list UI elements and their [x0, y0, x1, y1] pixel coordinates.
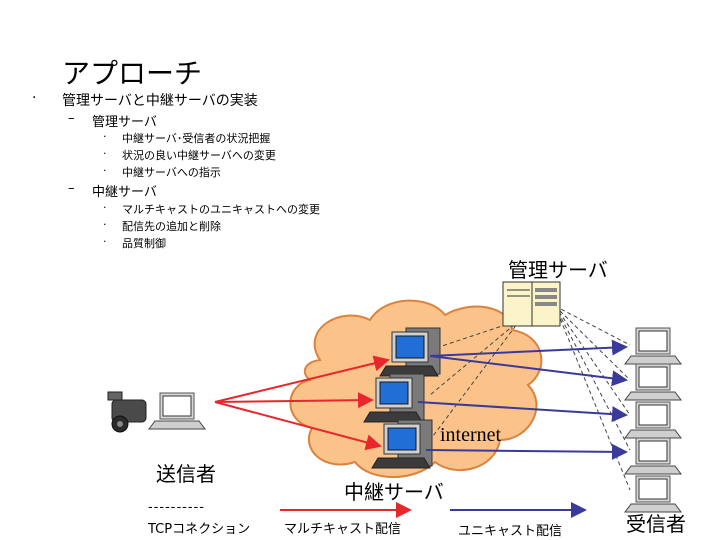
- receiver-pc-icon: [624, 327, 682, 365]
- video-camera-icon: [107, 391, 147, 433]
- bullet-text: 中継サーバ: [92, 185, 157, 200]
- bullet-marker: ·: [32, 90, 37, 106]
- unicast-arrows: [417, 339, 628, 460]
- bullet-text: 品質制御: [122, 237, 166, 250]
- internet-label: internet: [440, 424, 502, 446]
- legend-tcp-label: TCPコネクション: [148, 522, 251, 537]
- relay-server-label: 中継サーバ: [344, 480, 444, 504]
- legend-tcp-dashes: ----------: [148, 500, 205, 515]
- bullet-text: 中継サーバ･受信者の状況把握: [122, 132, 271, 145]
- receiver-pc-icon: [624, 475, 682, 513]
- bullet-marker: ·: [103, 130, 107, 143]
- sender-label: 送信者: [156, 462, 216, 486]
- bullet-text: 配信先の追加と削除: [122, 220, 221, 233]
- receiver-pc-icon: [624, 401, 682, 439]
- legend-multicast-label: マルチキャスト配信: [284, 522, 402, 537]
- receiver-pc-icon: [624, 363, 682, 401]
- management-server-label: 管理サーバ: [508, 258, 608, 282]
- bullet-text: 中継サーバへの指示: [122, 166, 221, 179]
- slide-title: アプローチ: [62, 57, 203, 90]
- bullet-marker: –: [68, 111, 75, 126]
- bullet-text: マルチキャストのユニキャストへの変更: [122, 203, 320, 216]
- legend-unicast-label: ユニキャスト配信: [458, 524, 563, 539]
- bullet-marker: –: [68, 181, 75, 196]
- bullet-text: 管理サーバ: [92, 115, 157, 130]
- receiver-label: 受信者: [626, 512, 686, 536]
- bullet-marker: ·: [103, 164, 107, 177]
- receiver-pc-icon: [624, 437, 682, 475]
- bullet-marker: ·: [103, 147, 107, 160]
- bullet-text: 管理サーバと中継サーバの実装: [62, 93, 258, 109]
- bullet-marker: ·: [103, 201, 107, 214]
- bullet-marker: ·: [103, 218, 107, 231]
- sender-pc-icon: [148, 392, 206, 430]
- multicast-arrows: [214, 355, 390, 451]
- management-server-icon: [502, 281, 561, 327]
- bullet-text: 状況の良い中継サーバへの変更: [122, 149, 276, 162]
- bullet-marker: ·: [103, 235, 107, 248]
